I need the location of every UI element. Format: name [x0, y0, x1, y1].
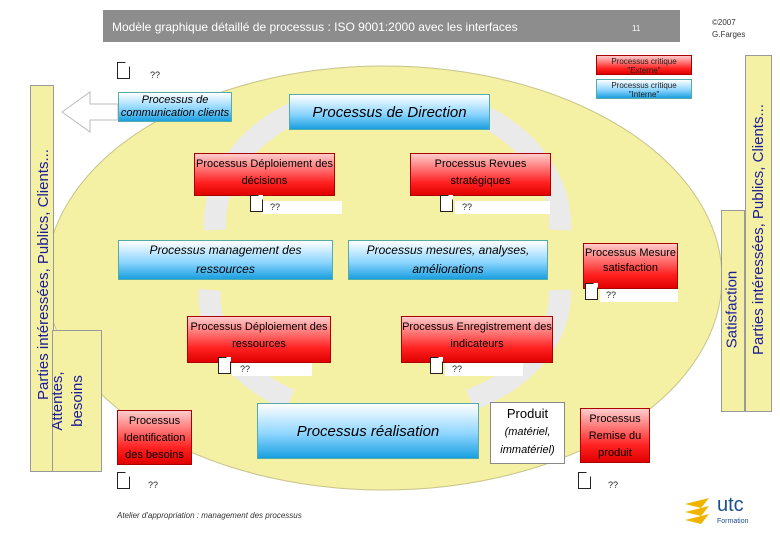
left-inner-line1: Attentes, [49, 371, 66, 431]
process-direction: Processus de Direction [289, 94, 490, 130]
right-outer-label: Parties intéressées, Publics, Clients... [750, 104, 767, 355]
document-icon [117, 62, 130, 79]
placeholder-field [445, 363, 523, 376]
process-management-ressources: Processus management des ressources [118, 240, 333, 280]
utc-logo-sub: Formation [717, 518, 749, 525]
placeholder-field [232, 363, 312, 376]
legend-interne: Processus critique "Interne" [596, 79, 692, 99]
page-number: 11 [632, 24, 641, 33]
placeholder-field [262, 201, 342, 214]
placeholder-deploiement-ressources: ?? [240, 364, 251, 374]
header-bar [103, 10, 680, 42]
placeholder-field [600, 289, 678, 302]
document-icon [218, 357, 231, 374]
product-title: Produit [506, 406, 549, 421]
left-inner-line2: besoins [69, 375, 86, 427]
placeholder-revues: ?? [462, 202, 473, 212]
placeholder-mesure-satisfaction: ?? [606, 290, 617, 300]
placeholder-field [455, 201, 550, 214]
left-inner-panel: Attentes, besoins [49, 330, 102, 472]
process-mesure-satisfaction: Processus Mesure satisfaction [583, 243, 678, 289]
placeholder-communication: ?? [150, 70, 161, 80]
document-icon [430, 357, 443, 374]
page-title: Modèle graphique détaillé de processus :… [112, 20, 518, 34]
document-icon [578, 472, 591, 489]
utc-logo: utc Formation [683, 494, 755, 532]
process-deploiement-decisions: Processus Déploiement des décisions [194, 153, 335, 196]
right-inner-panel: Satisfaction [721, 210, 745, 412]
right-outer-panel: Parties intéressées, Publics, Clients... [745, 55, 772, 412]
product-line1: (matériel, [504, 426, 551, 438]
author: G.Farges [712, 30, 746, 39]
process-mesures: Processus mesures, analyses, amélioratio… [348, 240, 548, 280]
process-communication: Processus de communication clients [118, 92, 232, 122]
left-inner-label: Attentes, besoins [48, 331, 88, 471]
left-outer-panel: Parties intéressées, Publics, Clients... [30, 85, 54, 472]
product-line2: immatériel) [500, 444, 555, 456]
placeholder-deploiement-decisions: ?? [270, 202, 281, 212]
right-inner-label: Satisfaction [723, 270, 741, 349]
document-icon [117, 472, 130, 489]
process-deploiement-ressources: Processus Déploiement des ressources [187, 316, 331, 363]
footer-text: Atelier d'appropriation : management des… [117, 511, 302, 520]
document-icon [585, 283, 598, 300]
placeholder-enregistrement: ?? [452, 364, 463, 374]
placeholder-identification: ?? [148, 480, 159, 490]
document-icon [440, 195, 453, 212]
process-enregistrement: Processus Enregistrement des indicateurs [401, 316, 553, 363]
process-remise: Processus Remise du produit [580, 408, 650, 463]
utc-logo-text: utc [717, 494, 744, 516]
process-realisation: Processus réalisation [257, 403, 479, 459]
process-identification: Processus Identification des besoins [117, 410, 192, 465]
process-revues: Processus Revues stratégiques [410, 153, 551, 196]
arrow-left [61, 91, 119, 133]
utc-logo-icon [685, 498, 709, 524]
copyright: ©2007 [712, 18, 736, 27]
placeholder-remise: ?? [608, 480, 619, 490]
document-icon [250, 195, 263, 212]
product-box: Produit (matériel, immatériel) [490, 402, 565, 464]
legend-externe: Processus critique "Externe" [596, 55, 692, 75]
